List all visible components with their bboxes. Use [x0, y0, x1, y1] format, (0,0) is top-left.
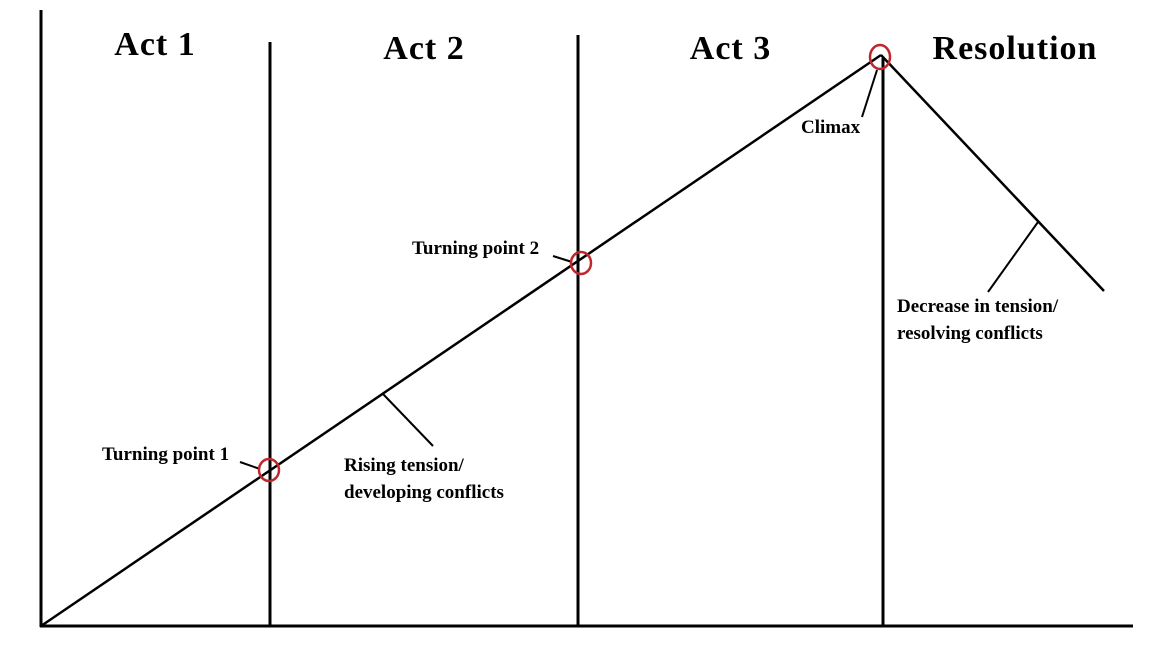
- turning-point-2-label: Turning point 2: [412, 238, 540, 259]
- decrease-tension-line-2: resolving conflicts: [897, 323, 1043, 344]
- act-3-label: Act 3: [689, 30, 772, 67]
- act-2-label: Act 2: [383, 30, 465, 67]
- rising-tension-line: [40, 53, 882, 628]
- decrease-tension-annotation: Decrease in tension/ resolving conflicts: [897, 293, 1058, 347]
- rising-tension-line-2: developing conflicts: [344, 482, 504, 503]
- decrease-tension-line-1: Decrease in tension/: [897, 296, 1059, 317]
- rising-tension-line-1: Rising tension/: [344, 455, 464, 476]
- falling-tension-line: [880, 54, 1105, 292]
- turning-point-2-marker: [569, 250, 593, 276]
- climax-connector: [861, 69, 878, 118]
- turning-point-1-marker: [257, 457, 281, 483]
- climax-marker: [868, 43, 892, 71]
- act-1-label: Act 1: [114, 26, 196, 63]
- turning-point-1-connector: [239, 461, 261, 470]
- decrease-annotation-connector: [987, 221, 1039, 293]
- turning-point-2-connector: [552, 255, 573, 263]
- resolution-label: Resolution: [932, 30, 1098, 67]
- climax-label: Climax: [801, 117, 861, 138]
- turning-point-1-label: Turning point 1: [102, 444, 230, 465]
- rising-tension-annotation: Rising tension/ developing conflicts: [344, 452, 504, 506]
- rising-annotation-connector: [382, 393, 434, 447]
